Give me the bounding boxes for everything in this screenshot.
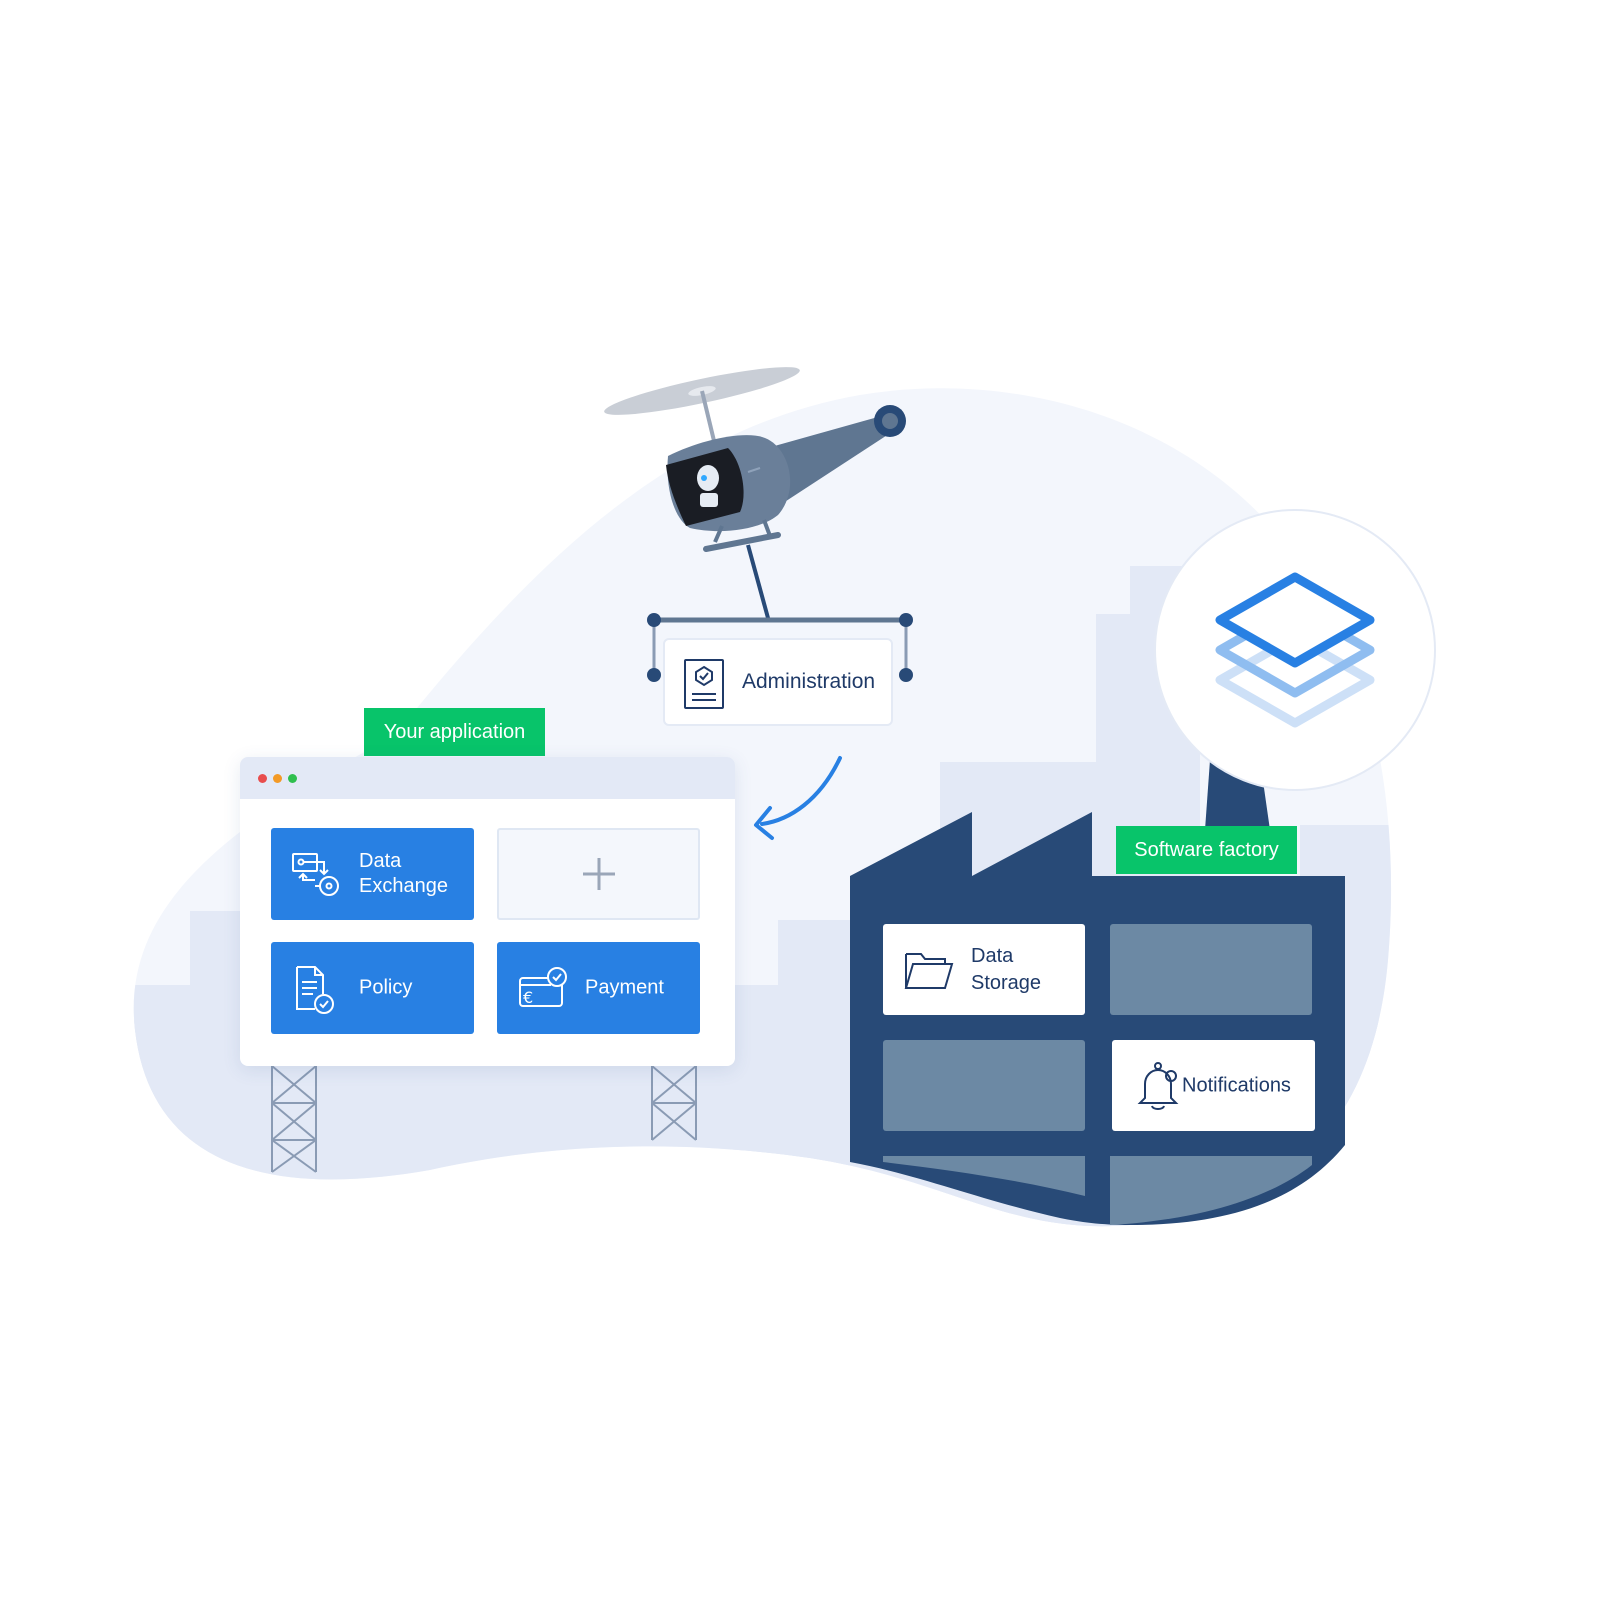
folder-icon — [904, 953, 954, 989]
software-factory-tag: Software factory — [1116, 826, 1297, 874]
administration-label: Administration — [742, 670, 876, 693]
add-module-tile[interactable] — [497, 828, 700, 920]
administration-card[interactable]: Administration — [663, 638, 893, 726]
empty-factory-slot — [1110, 924, 1312, 1015]
curved-arrow — [754, 756, 842, 840]
data-exchange-tile[interactable]: Data Exchange — [271, 828, 474, 920]
window-close-dot[interactable] — [258, 774, 267, 783]
bell-icon — [1137, 1062, 1179, 1110]
euro-payment-card-icon: € — [519, 967, 567, 1007]
window-maximize-dot[interactable] — [288, 774, 297, 783]
notifications-label: Notifications — [1182, 1074, 1291, 1096]
application-window: Data Exchange Policy € Payment — [240, 757, 735, 1066]
empty-factory-slot — [883, 1040, 1085, 1131]
your-application-tag: Your application — [364, 708, 545, 756]
data-storage-label: Data Storage — [971, 944, 1042, 994]
svg-text:€: € — [523, 988, 533, 1007]
policy-document-icon — [296, 966, 334, 1014]
data-exchange-label: Data Exchange — [359, 850, 448, 897]
scaffolding-left — [271, 1065, 317, 1173]
window-titlebar — [240, 757, 735, 799]
notifications-tile[interactable]: Notifications — [1112, 1040, 1315, 1131]
payment-tile[interactable]: € Payment — [497, 942, 700, 1034]
policy-tile[interactable]: Policy — [271, 942, 474, 1034]
helicopter-illustration — [604, 367, 913, 682]
data-exchange-icon — [292, 853, 339, 896]
administration-document-icon — [684, 659, 724, 709]
window-minimize-dot[interactable] — [273, 774, 282, 783]
payment-label: Payment — [585, 976, 664, 999]
scaffolding-right — [651, 1065, 697, 1141]
policy-label: Policy — [359, 976, 413, 999]
data-storage-tile[interactable]: Data Storage — [883, 924, 1085, 1015]
plus-icon — [582, 858, 615, 890]
layers-circle — [1154, 509, 1436, 791]
